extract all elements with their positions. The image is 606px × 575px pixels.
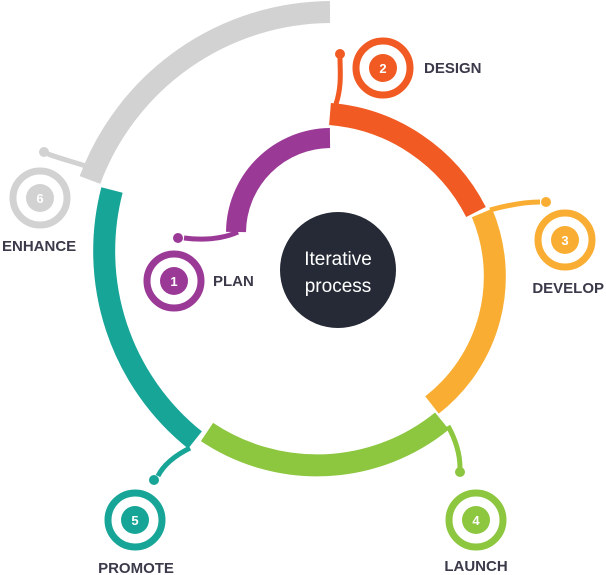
connector-develop	[489, 197, 551, 213]
arc-promote	[93, 187, 202, 449]
step-number: 1	[170, 274, 177, 289]
arc-develop	[425, 208, 506, 414]
step-develop: 3	[534, 209, 596, 271]
step-label-develop: DEVELOP	[532, 280, 604, 297]
step-label-promote: PROMOTE	[98, 560, 174, 575]
center-title-line2: process	[305, 276, 372, 297]
connector-plan	[173, 229, 240, 243]
step-number: 6	[36, 191, 43, 206]
connector-launch	[445, 424, 465, 477]
arc-design	[328, 103, 486, 218]
step-design: 2	[352, 37, 414, 99]
connector-design	[333, 49, 345, 105]
step-launch: 4	[445, 489, 507, 551]
arc-launch	[200, 412, 449, 477]
step-number: 3	[561, 233, 568, 248]
step-number: 4	[472, 513, 480, 528]
step-label-enhance: ENHANCE	[2, 238, 76, 255]
step-label-plan: PLAN	[213, 273, 254, 290]
step-enhance: 6	[9, 167, 71, 229]
arc-enhance	[79, 1, 331, 184]
step-label-design: DESIGN	[424, 60, 482, 77]
center-title-line1: Iterative	[304, 249, 372, 270]
step-plan: 1	[143, 250, 205, 312]
center-circle	[280, 212, 396, 328]
arc-plan	[226, 128, 331, 233]
step-promote: 5	[104, 489, 166, 551]
connector-enhance	[39, 147, 93, 171]
step-number: 5	[131, 513, 138, 528]
step-number: 2	[379, 61, 386, 76]
connector-promote	[149, 445, 192, 485]
step-label-launch: LAUNCH	[444, 558, 507, 575]
